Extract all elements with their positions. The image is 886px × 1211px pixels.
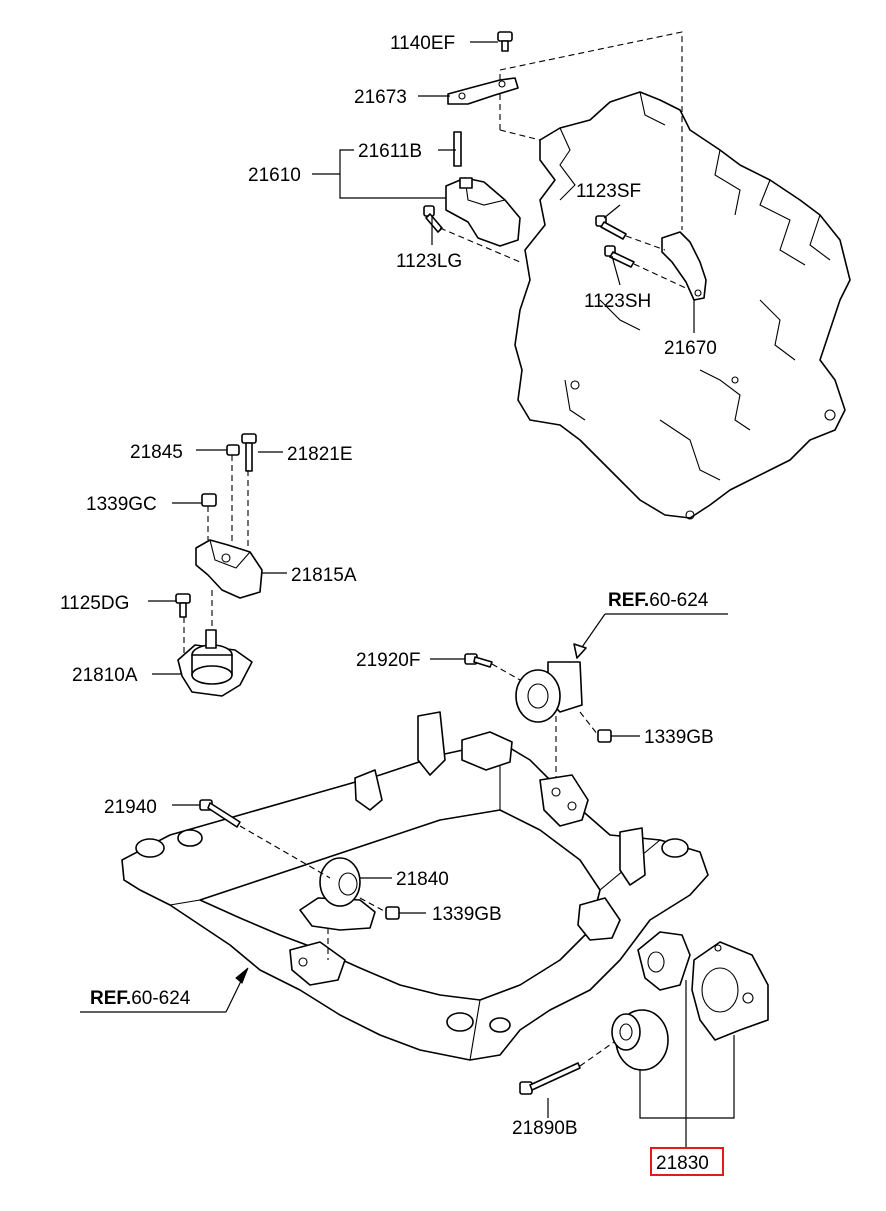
label-21815A: 21815A bbox=[291, 565, 357, 586]
nut-1339GC bbox=[201, 493, 217, 507]
bracket-21670 bbox=[661, 231, 707, 301]
ref-left-bold: REF. bbox=[90, 988, 131, 1009]
highlight-box-21830 bbox=[650, 1147, 724, 1176]
label-21821E: 21821E bbox=[287, 444, 353, 465]
bolt-21920F bbox=[464, 653, 493, 668]
subframe bbox=[121, 711, 709, 1061]
mount-1339GB-bracket bbox=[515, 661, 583, 723]
engine-block-outline bbox=[514, 91, 851, 520]
ref-top-bold: REF. bbox=[608, 590, 649, 611]
label-1123LG: 1123LG bbox=[396, 251, 462, 272]
label-21670: 21670 bbox=[664, 338, 717, 359]
ref-left-arrow bbox=[80, 967, 249, 1013]
label-21611B: 21611B bbox=[358, 141, 422, 162]
ref-left-label: REF.60-624 bbox=[90, 988, 191, 1009]
label-21920F: 21920F bbox=[356, 650, 420, 671]
leaders-rear bbox=[547, 980, 735, 1148]
ref-top-num: 60-624 bbox=[649, 590, 709, 611]
bolt-1125DG bbox=[175, 593, 191, 618]
label-21673: 21673 bbox=[354, 87, 407, 108]
label-1125DG: 1125DG bbox=[60, 593, 129, 614]
bolt-1123SF bbox=[595, 215, 627, 240]
bolt-21890B bbox=[519, 1062, 581, 1095]
leaders-top bbox=[312, 41, 695, 333]
nut-1339GB-top bbox=[597, 729, 612, 743]
mount-21810A bbox=[177, 629, 253, 697]
bracket-21673 bbox=[447, 77, 519, 105]
label-21610: 21610 bbox=[248, 165, 301, 186]
label-1123SH: 1123SH bbox=[584, 291, 651, 312]
ref-top-label: REF.60-624 bbox=[608, 590, 709, 611]
bushing-21830 bbox=[611, 1009, 669, 1071]
ref-left-num: 60-624 bbox=[131, 988, 191, 1009]
bolt-1123SH bbox=[604, 245, 635, 268]
bolt-1140EF bbox=[497, 31, 513, 52]
leaders-center bbox=[172, 804, 426, 914]
connector-dashed bbox=[499, 31, 683, 230]
mount-21840 bbox=[299, 857, 376, 931]
label-21810A: 21810A bbox=[72, 665, 138, 686]
bolt-21821E bbox=[241, 433, 257, 472]
bracket-21815A bbox=[195, 539, 263, 599]
bracket-21610 bbox=[445, 177, 521, 247]
leaders-left bbox=[148, 449, 287, 675]
label-21940: 21940 bbox=[104, 797, 157, 818]
label-21890B: 21890B bbox=[512, 1118, 578, 1139]
label-1123SF: 1123SF bbox=[576, 181, 641, 202]
bolt-1123LG bbox=[423, 205, 443, 233]
leaders-right-top bbox=[430, 613, 728, 737]
label-1339GB-mid: 1339GB bbox=[432, 904, 502, 925]
label-21845: 21845 bbox=[130, 442, 183, 463]
stud-21611B bbox=[453, 131, 462, 167]
label-21830: 21830 bbox=[656, 1153, 709, 1174]
label-1140EF: 1140EF bbox=[390, 33, 455, 54]
nut-21845 bbox=[226, 444, 240, 456]
label-21840: 21840 bbox=[396, 869, 449, 890]
nut-1339GB-mid bbox=[385, 906, 400, 920]
bolt-21940 bbox=[199, 799, 241, 828]
bracket-21830 bbox=[691, 941, 769, 1041]
label-1339GB-top: 1339GB bbox=[644, 727, 714, 748]
label-1339GC: 1339GC bbox=[86, 494, 157, 515]
insulator-21830 bbox=[637, 931, 691, 991]
